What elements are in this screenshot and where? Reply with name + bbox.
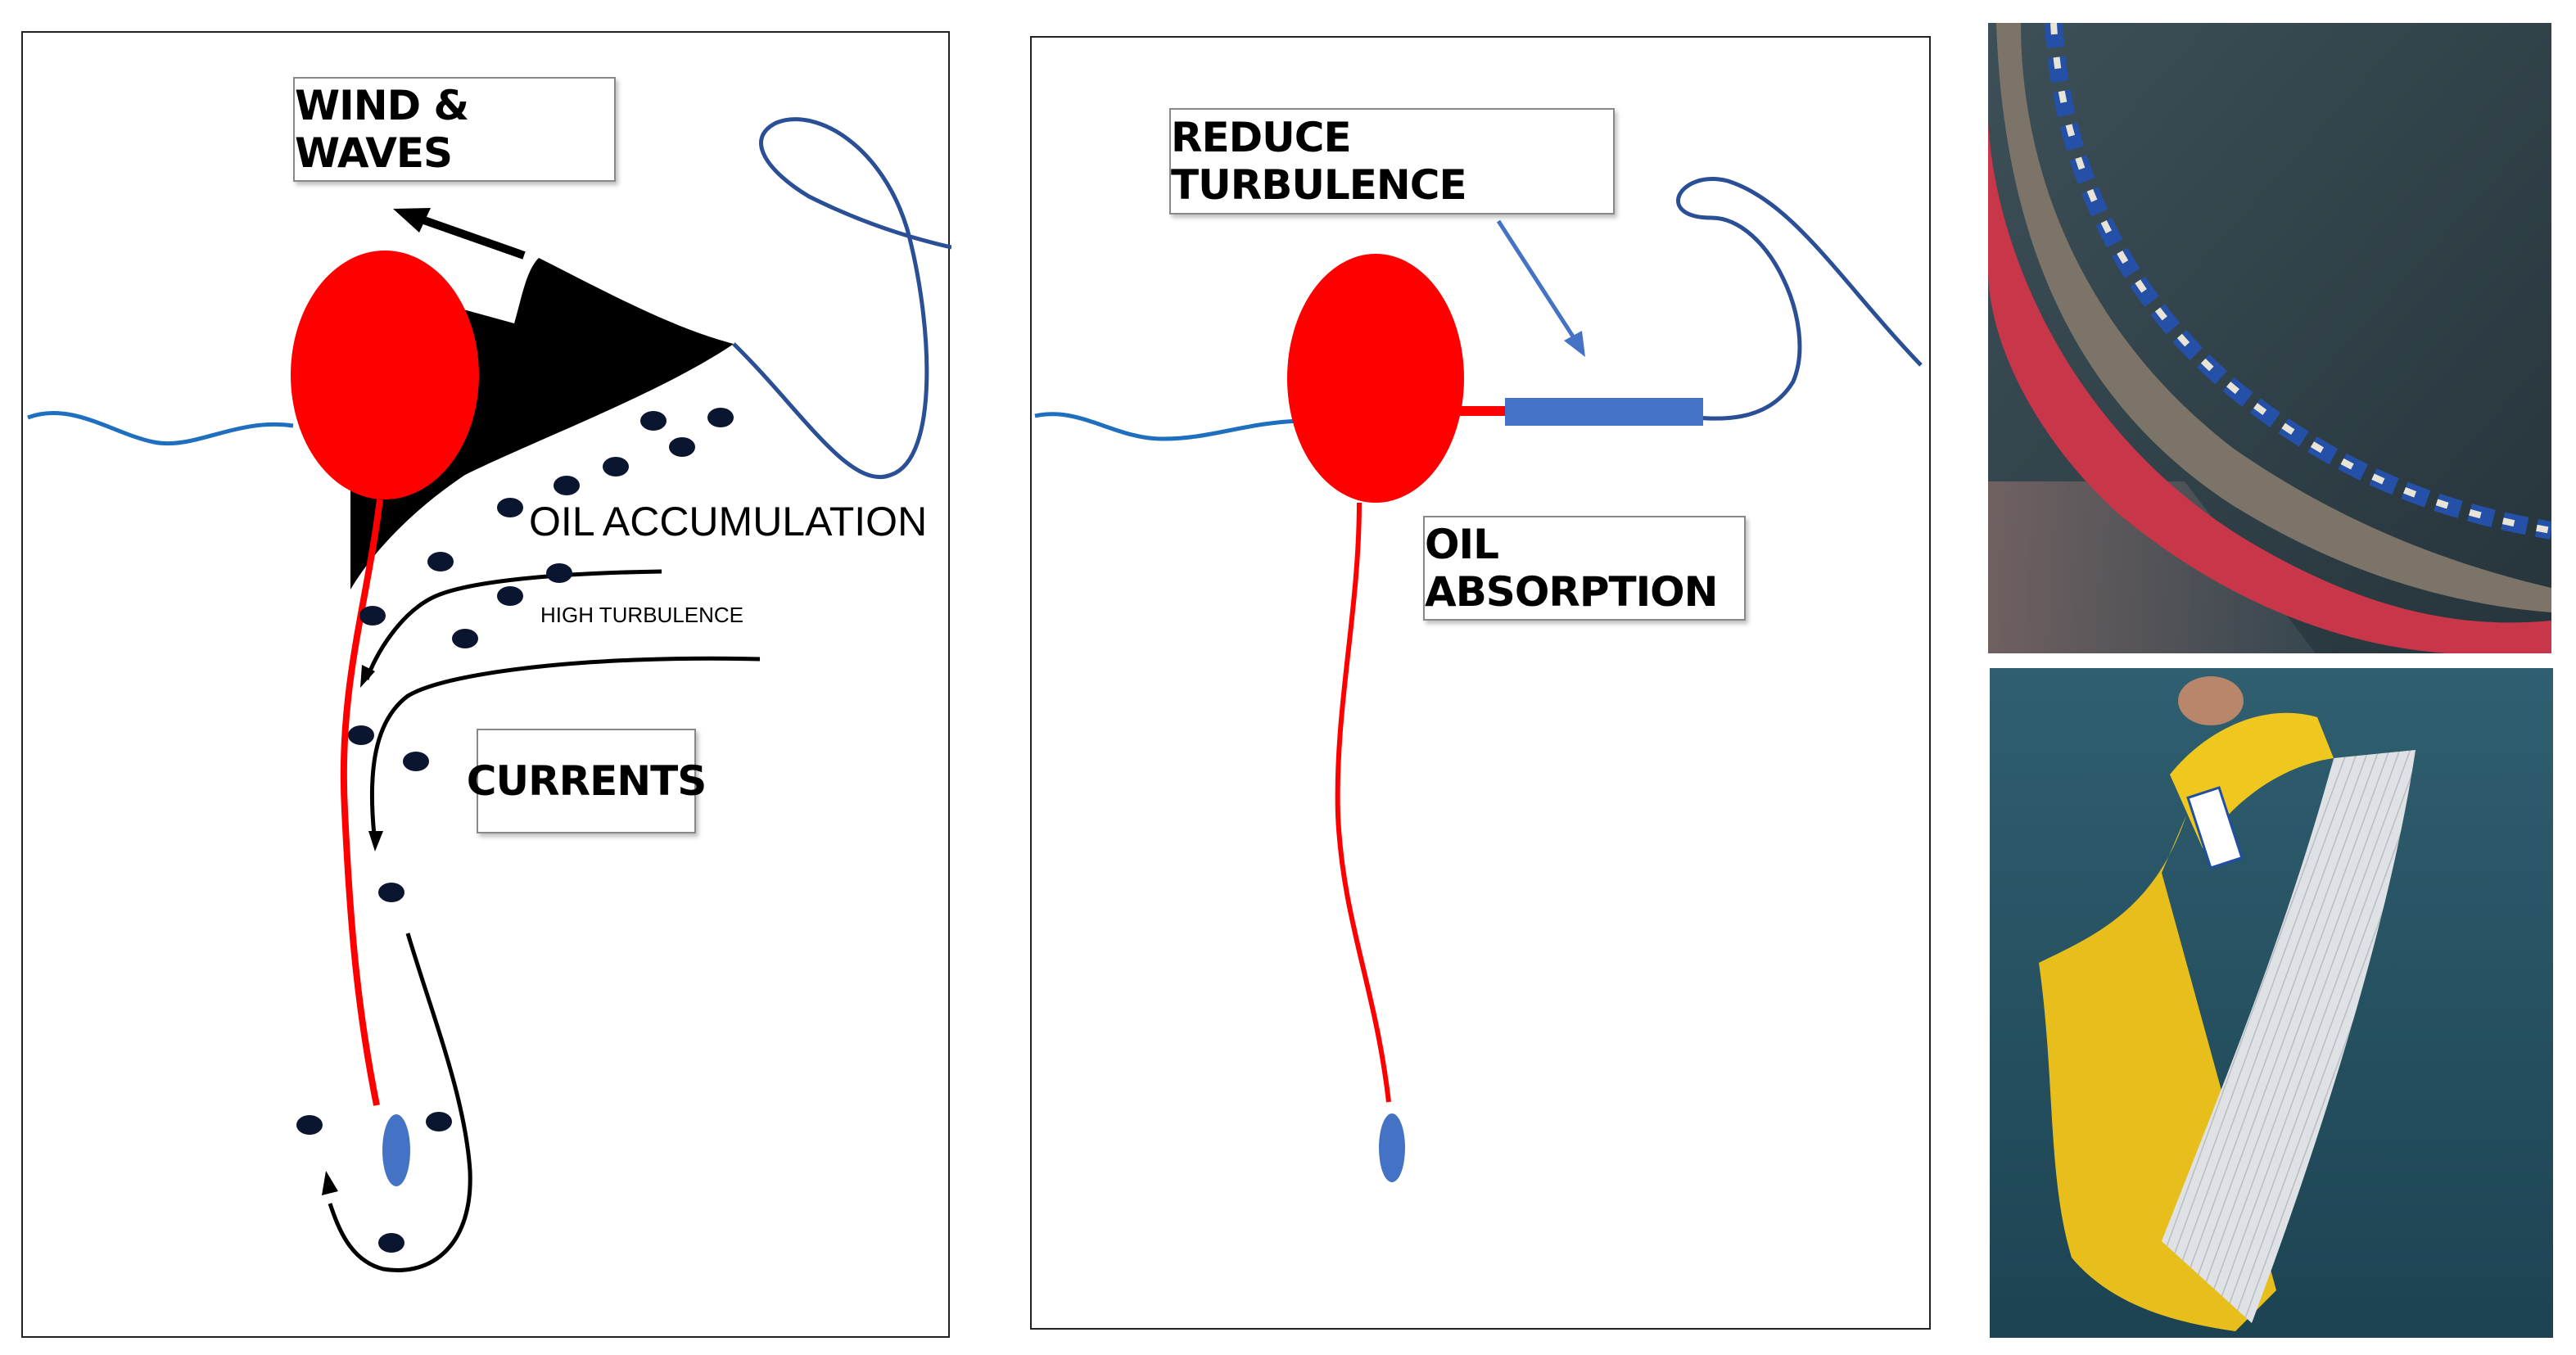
boom-in-water-photo-icon bbox=[1988, 23, 2551, 653]
oil-droplet bbox=[452, 629, 478, 648]
blue-white-boom bbox=[2045, 23, 2551, 540]
oil-droplet bbox=[403, 752, 429, 771]
oil-sheen bbox=[1988, 481, 2316, 653]
oil-droplet bbox=[497, 586, 523, 606]
white-absorbent-mat bbox=[2162, 750, 2416, 1323]
current-line-lower bbox=[369, 656, 761, 844]
oil-droplet bbox=[426, 1112, 452, 1131]
left-diagram-svg bbox=[27, 117, 951, 1272]
oil-droplet bbox=[427, 552, 454, 571]
oil-droplet bbox=[348, 725, 374, 745]
red-buoy bbox=[1287, 254, 1464, 503]
oil-droplet bbox=[497, 498, 523, 517]
oil-droplets bbox=[296, 408, 734, 1253]
label-tag bbox=[2186, 786, 2244, 869]
oil-accumulation-label: OIL ACCUMULATION bbox=[529, 499, 928, 544]
oil-droplet bbox=[669, 437, 695, 457]
oil-droplet bbox=[640, 411, 667, 431]
reduce-turbulence-arrow bbox=[1496, 219, 1577, 341]
absorbent-boom-photo bbox=[1990, 668, 2553, 1338]
oil-droplet bbox=[296, 1115, 323, 1135]
wind-arrow-head bbox=[393, 208, 431, 233]
current-arrow-upper-head bbox=[360, 665, 375, 688]
oil-droplet bbox=[546, 563, 572, 583]
oil-droplet bbox=[603, 457, 629, 477]
contained-boom-photo bbox=[1988, 23, 2551, 653]
yellow-boom-photo-icon bbox=[1990, 668, 2553, 1338]
water-surface-line bbox=[27, 411, 294, 446]
high-turbulence-label: HIGH TURBULENCE bbox=[540, 603, 744, 627]
middle-diagram-svg bbox=[1034, 177, 1923, 1182]
absorbent-boom bbox=[1505, 398, 1703, 426]
anchor-weight bbox=[1379, 1113, 1405, 1182]
reduce-turbulence-arrow-head bbox=[1564, 331, 1585, 357]
mooring-line bbox=[340, 499, 383, 1106]
middle-diagram-panel: REDUCE TURBULENCE OIL ABSORPTION bbox=[1030, 36, 1931, 1330]
oil-droplet bbox=[378, 883, 404, 902]
currents-label: CURRENTS bbox=[467, 729, 707, 833]
boom-tether-line bbox=[732, 117, 951, 479]
oil-droplet bbox=[359, 606, 386, 626]
wind-waves-label: WIND & WAVES bbox=[293, 77, 616, 182]
oil-coated-boom bbox=[1996, 23, 2551, 612]
current-line-bottom bbox=[328, 933, 472, 1272]
oil-absorption-label: OIL ABSORPTION bbox=[1423, 516, 1746, 621]
person-hand bbox=[2178, 676, 2244, 725]
oil-droplet bbox=[378, 1233, 404, 1253]
wind-arrow bbox=[406, 210, 526, 260]
anchor-weight bbox=[382, 1114, 410, 1186]
boom-tether-line bbox=[1670, 177, 1923, 421]
mooring-line bbox=[1335, 502, 1391, 1103]
oil-droplet bbox=[707, 408, 734, 427]
oil-droplet bbox=[554, 476, 580, 495]
red-boom bbox=[1988, 121, 2551, 653]
current-arrow-bottom-head bbox=[322, 1171, 338, 1195]
reduce-turbulence-label: REDUCE TURBULENCE bbox=[1169, 108, 1615, 215]
current-line-upper bbox=[364, 569, 662, 680]
water-surface-line bbox=[1034, 412, 1303, 441]
red-buoy bbox=[291, 251, 479, 499]
current-arrow-lower-head bbox=[368, 831, 383, 851]
left-diagram-panel: WIND & WAVES OIL ACCUMULATION HIGH TURBU… bbox=[21, 31, 951, 1338]
